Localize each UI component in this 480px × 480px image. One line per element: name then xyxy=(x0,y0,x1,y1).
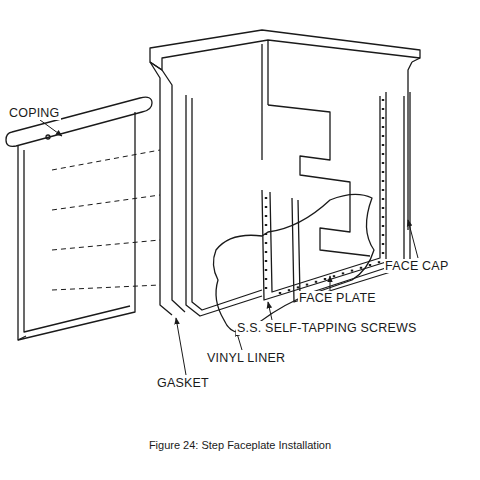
screw-hole xyxy=(265,206,267,208)
screw-hole xyxy=(315,281,317,283)
explode-line xyxy=(52,150,160,170)
screw-hole xyxy=(382,135,384,137)
part-label: S.S. SELF-TAPPING SCREWS xyxy=(236,321,418,335)
leader-lines xyxy=(40,120,418,375)
figure-caption: Figure 24: Step Faceplate Installation xyxy=(149,439,331,452)
screw-hole xyxy=(382,234,384,236)
screw-hole xyxy=(333,275,335,277)
leader-line xyxy=(40,120,62,136)
screw-hole xyxy=(382,252,384,254)
screw-hole xyxy=(265,287,267,289)
screw-hole xyxy=(265,197,267,199)
screw-hole xyxy=(265,224,267,226)
screw-hole xyxy=(382,153,384,155)
screw-hole xyxy=(265,260,267,262)
screw-hole xyxy=(382,126,384,128)
screw-hole xyxy=(265,278,267,280)
screw-holes xyxy=(265,99,384,294)
coping-bar xyxy=(6,97,152,146)
explode-line xyxy=(52,285,160,290)
explode-line xyxy=(52,240,160,250)
screw-hole xyxy=(382,117,384,119)
part-label: FACE CAP xyxy=(384,259,449,273)
screw-hole xyxy=(342,272,344,274)
explode-line xyxy=(52,195,160,210)
step-back-wall xyxy=(262,40,268,105)
wall-panel xyxy=(18,112,135,340)
leader-line xyxy=(408,220,418,258)
screw-hole xyxy=(265,242,267,244)
step-flange-edge xyxy=(150,58,420,70)
screw-hole xyxy=(382,108,384,110)
leader-line xyxy=(268,302,272,320)
screw-hole xyxy=(306,284,308,286)
screw-hole xyxy=(360,267,362,269)
coping-screw xyxy=(46,135,50,139)
screw-hole xyxy=(382,198,384,200)
screw-hole xyxy=(382,189,384,191)
screw-hole xyxy=(382,144,384,146)
screw-hole xyxy=(351,270,353,272)
gasket xyxy=(186,95,262,316)
screw-hole xyxy=(382,99,384,101)
screw-hole xyxy=(265,215,267,217)
screw-hole xyxy=(265,251,267,253)
screw-hole xyxy=(382,171,384,173)
part-label: GASKET xyxy=(156,376,210,390)
screw-hole xyxy=(382,207,384,209)
face-plate xyxy=(262,92,386,300)
screw-hole xyxy=(382,180,384,182)
wall-panel-lip xyxy=(18,150,130,340)
screw-hole xyxy=(382,243,384,245)
leader-line xyxy=(176,318,186,375)
screw-hole xyxy=(279,292,281,294)
screw-hole xyxy=(382,162,384,164)
screw-hole xyxy=(382,216,384,218)
leader-line xyxy=(330,276,331,290)
step-flange xyxy=(150,30,420,70)
screw-hole xyxy=(382,225,384,227)
step-treads xyxy=(262,100,370,256)
screw-hole xyxy=(265,269,267,271)
screw-hole xyxy=(297,286,299,288)
screw-hole xyxy=(288,289,290,291)
line-art xyxy=(6,30,420,340)
screw-hole xyxy=(369,264,371,266)
screw-hole xyxy=(324,278,326,280)
part-label: FACE PLATE xyxy=(298,291,377,305)
screw-hole xyxy=(265,233,267,235)
part-label: VINYL LINER xyxy=(206,351,286,365)
explode-lines xyxy=(52,150,160,290)
screw-hole xyxy=(378,261,380,263)
part-label: COPING xyxy=(8,106,61,120)
step-front-left xyxy=(150,62,185,315)
